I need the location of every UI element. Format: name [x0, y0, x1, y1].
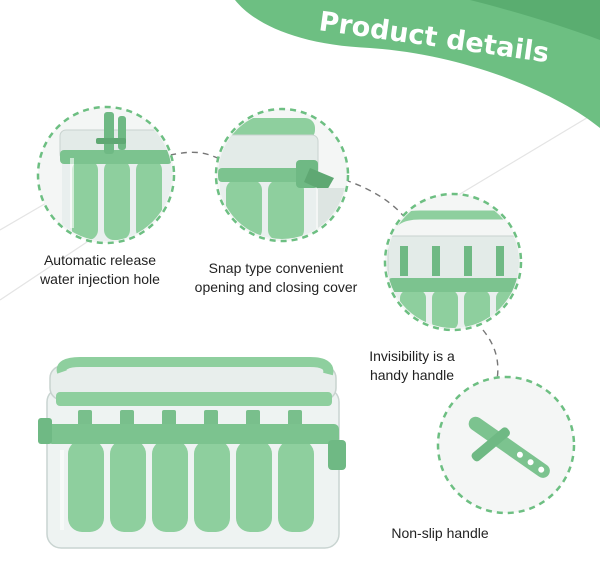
detail-circle-handle: [383, 192, 523, 332]
title-banner-accent: [470, 0, 600, 40]
detail-circle-water-hole: [36, 105, 176, 245]
main-product-image: [38, 357, 346, 549]
title-banner: [235, 0, 600, 128]
feature-label-non-slip: Non-slip handle: [391, 525, 489, 541]
detail-circle-snap-cover: [214, 107, 350, 243]
feature-label-snap-cover: Snap type convenient opening and closing…: [194, 260, 358, 295]
feature-label-water-hole: Automatic release water injection hole: [40, 252, 160, 287]
detail-circle-non-slip: [436, 375, 576, 515]
feature-label-handle: Invisibility is a handy handle: [369, 348, 455, 383]
